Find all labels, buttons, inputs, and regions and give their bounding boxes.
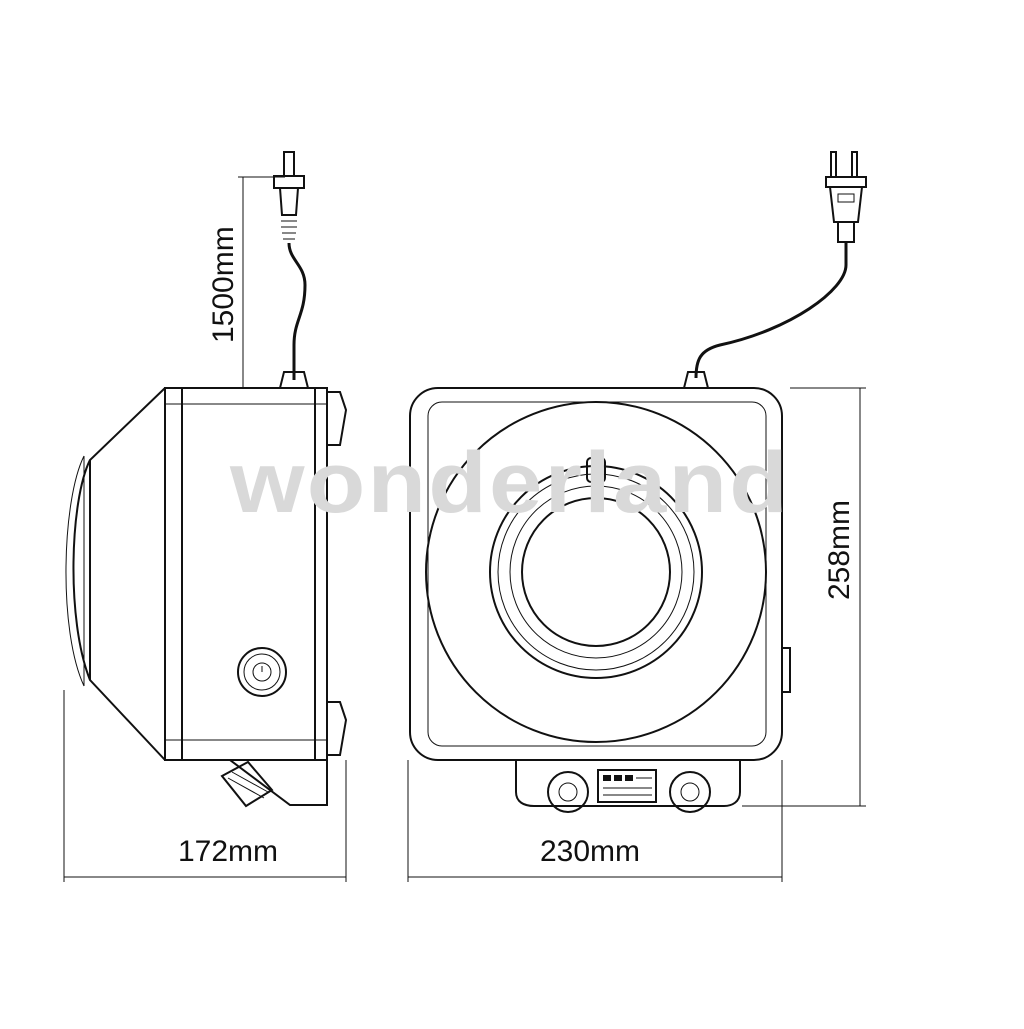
power-button-icon: [237, 647, 287, 697]
lens-opening: [521, 497, 671, 647]
front-height-label: 258mm: [823, 500, 856, 600]
side-power-cord: [287, 242, 307, 380]
dimension-lines: [63, 176, 866, 882]
left-connector-icon: [547, 771, 589, 813]
front-housing: [409, 387, 791, 761]
side-view: [65, 151, 348, 808]
right-connector-icon: [669, 771, 711, 813]
front-power-cord: [694, 242, 848, 379]
front-power-plug: [825, 151, 867, 243]
side-power-plug: [273, 151, 305, 240]
front-connector-panel: [515, 759, 741, 813]
watermark-text: wonderland: [229, 435, 790, 531]
front-width-label: 230mm: [540, 835, 640, 868]
cord-length-label: 1500mm: [207, 226, 240, 343]
spec-label: [597, 769, 657, 803]
side-depth-label: 172mm: [178, 835, 278, 868]
side-connector-knob: [220, 760, 274, 808]
front-view: [409, 151, 867, 813]
side-body: [65, 387, 348, 808]
